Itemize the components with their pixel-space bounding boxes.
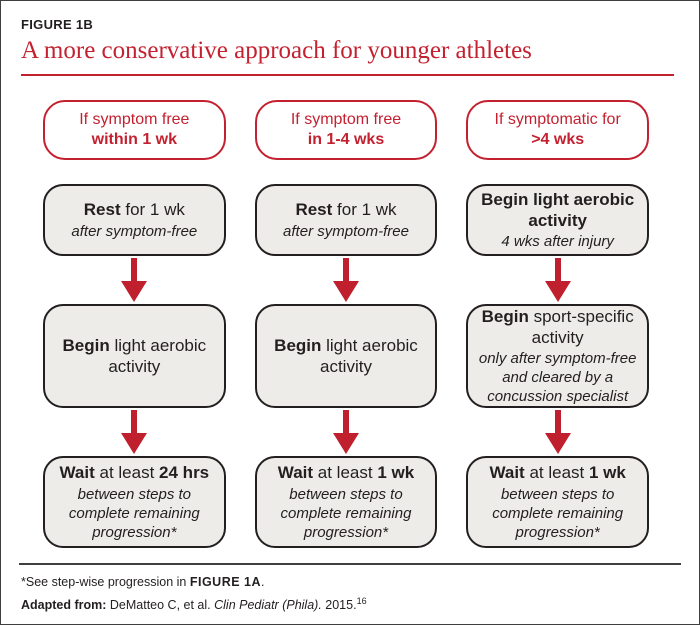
down-arrow-icon	[466, 256, 649, 304]
condition-line1: If symptom free	[290, 111, 402, 128]
step-main-text: Wait at least 1 wk	[489, 463, 626, 483]
figure-label: FIGURE 1B	[21, 17, 94, 32]
step-box-sport-specific: Begin sport-specific activity only after…	[466, 304, 649, 408]
step-main-text: Begin light aerobic activity	[481, 189, 635, 230]
step-box-wait: Wait at least 24 hrs between steps to co…	[43, 456, 226, 548]
step-box-rest: Rest for 1 wk after symptom-free	[43, 184, 226, 256]
step-main-text: Wait at least 24 hrs	[59, 463, 210, 483]
down-arrow-icon	[255, 256, 438, 304]
step-box-light-aerobic-4wks: Begin light aerobic activity 4 wks after…	[466, 184, 649, 256]
footer-divider	[19, 563, 681, 565]
step-box-light-aerobic: Begin light aerobic activity	[43, 304, 226, 408]
step-main-text: Begin light aerobic activity	[274, 335, 418, 376]
step-sub-text: between steps to complete remaining prog…	[492, 485, 624, 541]
figure-header: FIGURE 1B A more conservative approach f…	[1, 1, 699, 76]
condition-line2: >4 wks	[531, 131, 585, 148]
footnote-stepwise: *See step-wise progression in FIGURE 1A.	[21, 575, 265, 589]
condition-box: If symptomatic for >4 wks	[466, 100, 649, 160]
down-arrow-icon	[466, 408, 649, 456]
condition-box: If symptom free in 1-4 wks	[254, 100, 438, 160]
step-box-light-aerobic: Begin light aerobic activity	[254, 304, 438, 408]
step-box-rest: Rest for 1 wk after symptom-free	[254, 184, 438, 256]
step-sub-text: between steps to complete remaining prog…	[280, 485, 412, 541]
condition-line1: If symptomatic for	[494, 111, 621, 128]
step-box-wait: Wait at least 1 wk between steps to comp…	[466, 456, 649, 548]
down-arrow-icon	[43, 256, 226, 304]
condition-line1: If symptom free	[79, 111, 190, 128]
step-sub-text: between steps to complete remaining prog…	[68, 485, 200, 541]
condition-box: If symptom free within 1 wk	[43, 100, 226, 160]
step-main-text: Rest for 1 wk	[83, 200, 185, 220]
step-main-text: Begin sport-specific activity	[481, 306, 634, 347]
step-sub-text: after symptom-free	[71, 222, 198, 240]
column-symptom-free-1-4wks: If symptom free in 1-4 wks Rest for 1 wk…	[254, 100, 438, 548]
step-box-wait: Wait at least 1 wk between steps to comp…	[254, 456, 438, 548]
step-sub-text: after symptom-free	[283, 222, 409, 240]
step-main-text: Wait at least 1 wk	[277, 463, 415, 483]
step-sub-text: only after symptom-free and cleared by a…	[478, 350, 637, 406]
flowchart: If symptom free within 1 wk Rest for 1 w…	[1, 76, 699, 548]
column-symptomatic-over-4wks: If symptomatic for >4 wks Begin light ae…	[466, 100, 649, 548]
footnote-citation: Adapted from: DeMatteo C, et al. Clin Pe…	[21, 596, 367, 613]
step-main-text: Rest for 1 wk	[295, 200, 397, 220]
condition-line2: in 1-4 wks	[307, 131, 385, 148]
footnotes: *See step-wise progression in FIGURE 1A.…	[1, 565, 699, 612]
step-sub-text: 4 wks after injury	[501, 233, 614, 251]
step-main-text: Begin light aerobic activity	[62, 335, 207, 376]
condition-line2: within 1 wk	[91, 131, 177, 148]
down-arrow-icon	[255, 408, 438, 456]
down-arrow-icon	[43, 408, 226, 456]
title-underline	[21, 74, 674, 76]
column-symptom-free-1wk: If symptom free within 1 wk Rest for 1 w…	[43, 100, 226, 548]
figure-title: A more conservative approach for younger…	[21, 37, 532, 64]
